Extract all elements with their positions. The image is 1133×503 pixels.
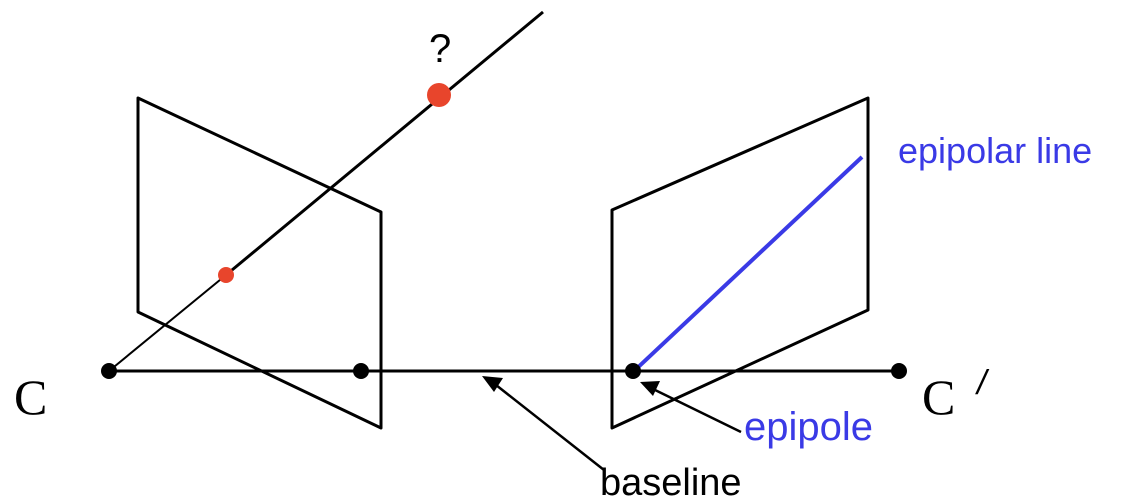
right-image-plane (610, 96, 870, 430)
baseline-label: baseline (600, 462, 742, 503)
right-camera-center-point (891, 363, 907, 379)
projection-ray-thin (108, 274, 227, 372)
epipolar-line-label: epipolar line (898, 130, 1092, 171)
left-camera-label: C (14, 369, 47, 425)
epipole-pointer-line (652, 387, 742, 434)
epipolar-line (632, 155, 864, 373)
epipole-label: epipole (744, 405, 873, 449)
projection-ray (225, 10, 544, 277)
baseline-pointer-line (495, 384, 605, 471)
image-point (218, 267, 234, 283)
epipole-pointer-arrowhead (640, 381, 660, 396)
scene-point (427, 83, 451, 107)
question-mark-label: ? (429, 27, 451, 71)
left-image-plane (136, 96, 383, 430)
right-camera-label: C (922, 369, 955, 425)
right-camera-prime-label: / (975, 364, 990, 402)
left-epipole-point (353, 363, 369, 379)
left-camera-center-point (101, 363, 117, 379)
right-epipole-point (625, 363, 641, 379)
baseline-pointer-arrowhead (482, 376, 503, 392)
